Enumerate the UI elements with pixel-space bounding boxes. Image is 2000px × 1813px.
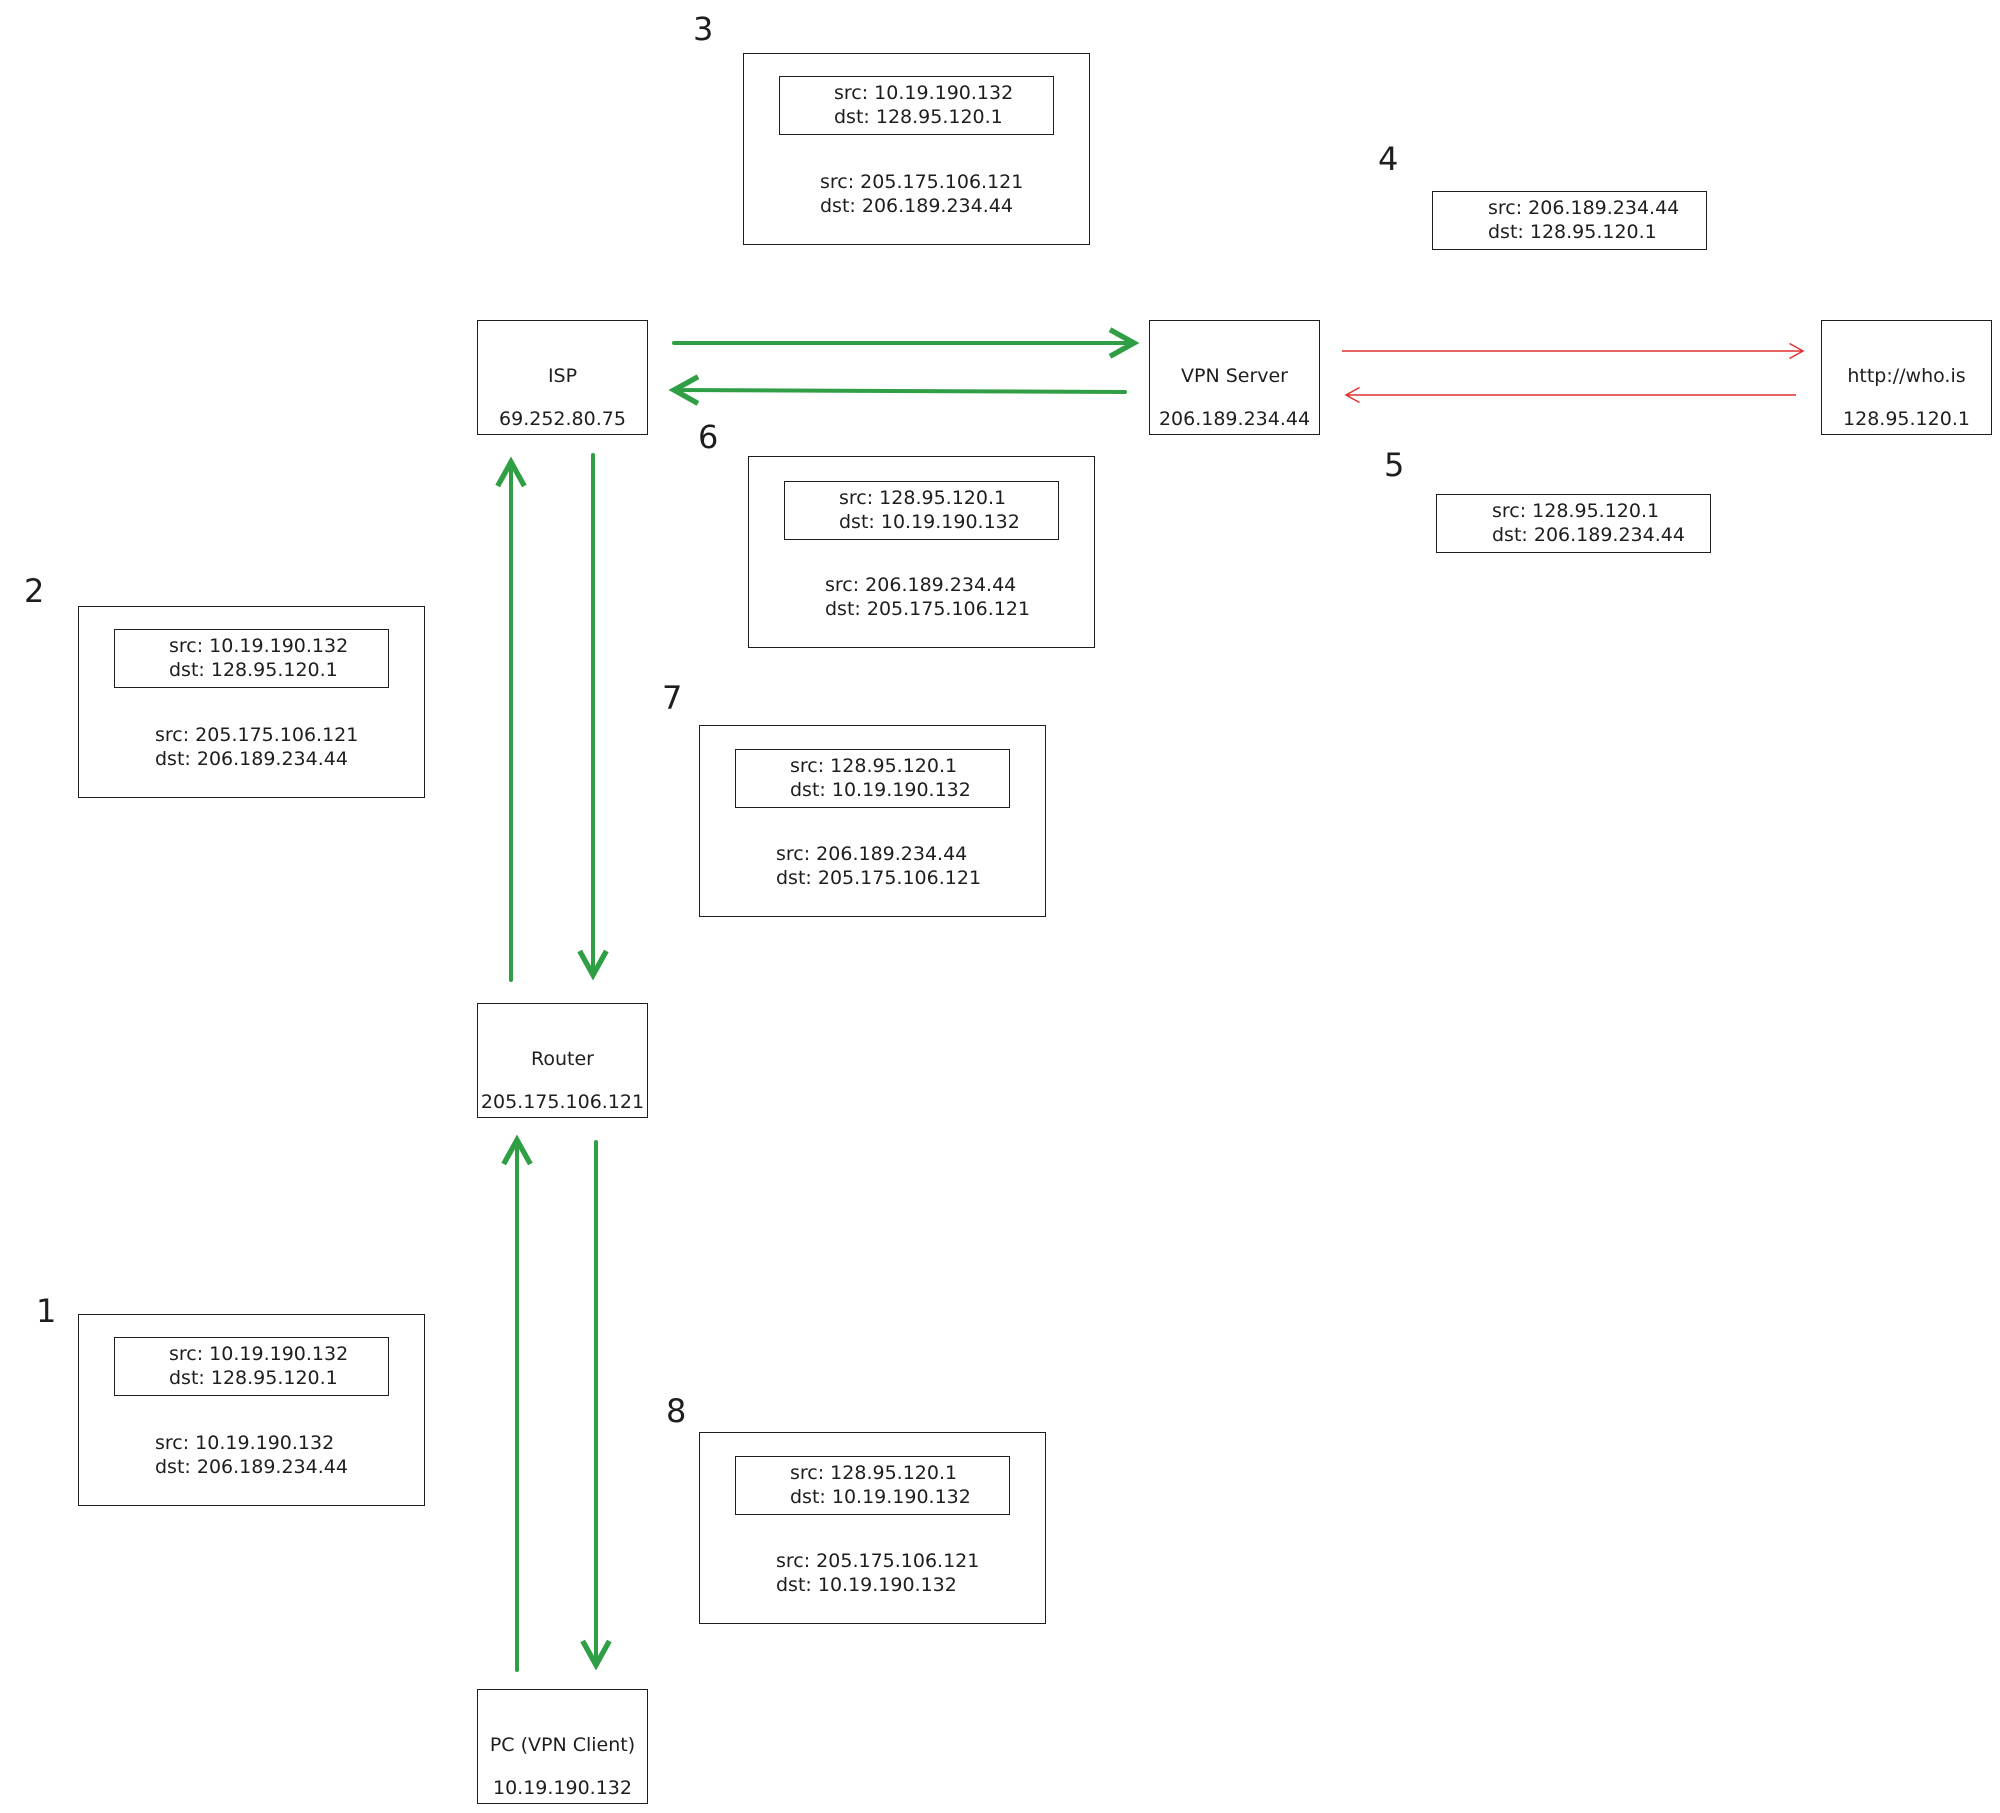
step-number: 4: [1378, 140, 1399, 178]
step-number: 1: [36, 1292, 57, 1330]
outer-src: src: 206.189.234.44: [825, 574, 1017, 596]
step-number: 7: [662, 679, 683, 717]
inner-header: src: 128.95.120.1 dst: 10.19.190.132: [735, 1456, 1010, 1515]
node-whois: http://who.is 128.95.120.1: [1821, 320, 1992, 435]
node-name: PC (VPN Client): [489, 1734, 636, 1756]
inner-src: src: 10.19.190.132: [169, 1343, 349, 1365]
tunnel-arrows: [511, 343, 1134, 1672]
packet-box-2: src: 10.19.190.132 dst: 128.95.120.1 src…: [78, 606, 425, 798]
inner-header: src: 10.19.190.132 dst: 128.95.120.1: [114, 629, 389, 688]
outer-dst: dst: 205.175.106.121: [825, 598, 1031, 620]
outer-dst: dst: 206.189.234.44: [820, 195, 1013, 217]
node-name: VPN Server: [1180, 365, 1288, 387]
arrow-vpn-to-isp: [674, 390, 1127, 392]
inner-dst: dst: 128.95.120.1: [169, 659, 338, 681]
step-number: 3: [693, 10, 714, 48]
packet-box-6: src: 128.95.120.1 dst: 10.19.190.132 src…: [748, 456, 1095, 648]
outer-dst: dst: 206.189.234.44: [155, 748, 348, 770]
inner-src: src: 10.19.190.132: [169, 635, 349, 657]
step-number: 2: [24, 572, 45, 610]
node-ip: 10.19.190.132: [492, 1777, 632, 1799]
packet-box-1: src: 10.19.190.132 dst: 128.95.120.1 src…: [78, 1314, 425, 1506]
node-name: ISP: [547, 365, 578, 387]
inner-header: src: 10.19.190.132 dst: 128.95.120.1: [114, 1337, 389, 1396]
packet-dst: dst: 128.95.120.1: [1488, 221, 1657, 243]
outer-src: src: 205.175.106.121: [820, 171, 1024, 193]
packet-box-4: src: 206.189.234.44 dst: 128.95.120.1: [1432, 191, 1707, 250]
step-number: 5: [1384, 446, 1405, 484]
inner-src: src: 10.19.190.132: [834, 82, 1014, 104]
inner-dst: dst: 128.95.120.1: [169, 1367, 338, 1389]
node-name: Router: [531, 1048, 594, 1070]
packet-box-5: src: 128.95.120.1 dst: 206.189.234.44: [1436, 494, 1711, 553]
packet-box-8: src: 128.95.120.1 dst: 10.19.190.132 src…: [699, 1432, 1046, 1624]
step-number: 6: [698, 418, 719, 456]
inner-header: src: 128.95.120.1 dst: 10.19.190.132: [784, 481, 1059, 540]
node-ip: 206.189.234.44: [1158, 408, 1311, 430]
node-isp: ISP 69.252.80.75: [477, 320, 648, 435]
packet-dst: dst: 206.189.234.44: [1492, 524, 1685, 546]
inner-src: src: 128.95.120.1: [790, 755, 958, 777]
node-name: http://who.is: [1847, 365, 1966, 387]
packet-box-3: src: 10.19.190.132 dst: 128.95.120.1 src…: [743, 53, 1090, 245]
inner-header: src: 10.19.190.132 dst: 128.95.120.1: [779, 76, 1054, 135]
packet-src: src: 206.189.234.44: [1488, 197, 1680, 219]
inner-dst: dst: 10.19.190.132: [790, 1486, 971, 1508]
node-ip: 69.252.80.75: [499, 408, 626, 430]
outer-dst: dst: 10.19.190.132: [776, 1574, 957, 1596]
inner-dst: dst: 128.95.120.1: [834, 106, 1003, 128]
outer-dst: dst: 206.189.234.44: [155, 1456, 348, 1478]
outer-src: src: 205.175.106.121: [155, 724, 359, 746]
packet-src: src: 128.95.120.1: [1492, 500, 1660, 522]
node-ip: 205.175.106.121: [480, 1091, 645, 1113]
outer-src: src: 205.175.106.121: [776, 1550, 980, 1572]
inner-src: src: 128.95.120.1: [790, 1462, 958, 1484]
outer-dst: dst: 205.175.106.121: [776, 867, 982, 889]
node-ip: 128.95.120.1: [1843, 408, 1970, 430]
inner-dst: dst: 10.19.190.132: [839, 511, 1020, 533]
plain-arrows: [1342, 342, 1805, 404]
inner-dst: dst: 10.19.190.132: [790, 779, 971, 801]
node-vpn-server: VPN Server 206.189.234.44: [1149, 320, 1320, 435]
node-router: Router 205.175.106.121: [477, 1003, 648, 1118]
step-number: 8: [666, 1392, 687, 1430]
inner-src: src: 128.95.120.1: [839, 487, 1007, 509]
outer-src: src: 10.19.190.132: [155, 1432, 335, 1454]
outer-src: src: 206.189.234.44: [776, 843, 968, 865]
packet-box-7: src: 128.95.120.1 dst: 10.19.190.132 src…: [699, 725, 1046, 917]
inner-header: src: 128.95.120.1 dst: 10.19.190.132: [735, 749, 1010, 808]
node-pc: PC (VPN Client) 10.19.190.132: [477, 1689, 648, 1804]
